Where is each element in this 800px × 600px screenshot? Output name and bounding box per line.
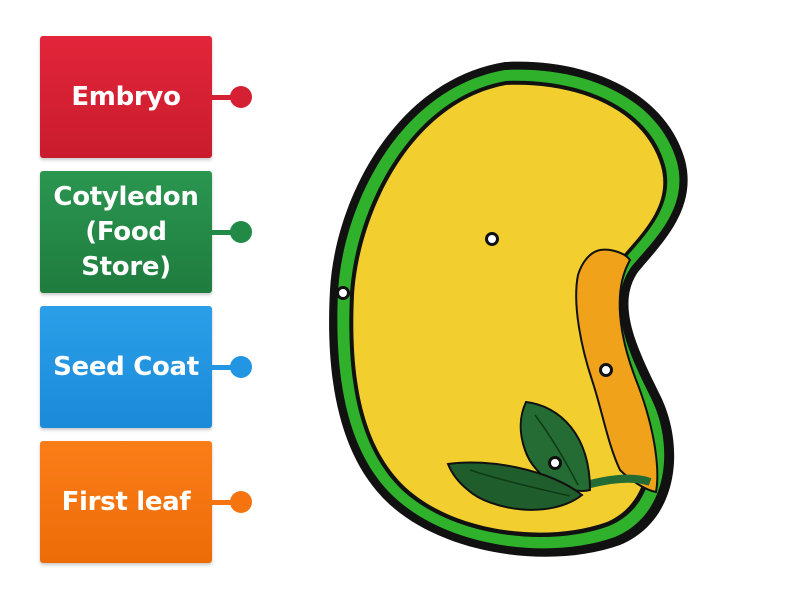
label-embryo[interactable]: Embryo <box>40 36 212 158</box>
first-leaf-connector-line <box>212 500 234 505</box>
embryo-root <box>575 248 659 494</box>
first-leaf-connector-dot-icon[interactable] <box>230 491 252 513</box>
label-first-leaf-text: First leaf <box>61 486 191 517</box>
cotyledon <box>353 84 664 533</box>
cotyledon-connector-dot-icon[interactable] <box>230 221 252 243</box>
label-seed-coat-text: Seed Coat <box>53 351 199 382</box>
seed-coat-connector-line <box>212 365 234 370</box>
label-embryo-text: Embryo <box>71 81 181 112</box>
label-first-leaf[interactable]: First leaf <box>40 441 212 563</box>
pin-cotyledon[interactable] <box>485 232 499 246</box>
label-seed-coat[interactable]: Seed Coat <box>40 306 212 428</box>
bean-seed-diagram <box>329 61 688 557</box>
pin-first-leaf[interactable] <box>548 456 562 470</box>
embryo-connector-line <box>212 95 234 100</box>
cotyledon-connector-line <box>212 230 234 235</box>
seed-coat-connector-dot-icon[interactable] <box>230 356 252 378</box>
pin-seed-coat[interactable] <box>336 286 350 300</box>
embryo-connector-dot-icon[interactable] <box>230 86 252 108</box>
label-cotyledon[interactable]: Cotyledon (Food Store) <box>40 171 212 293</box>
label-cotyledon-text: Cotyledon (Food Store) <box>53 181 199 282</box>
pin-embryo[interactable] <box>599 363 613 377</box>
